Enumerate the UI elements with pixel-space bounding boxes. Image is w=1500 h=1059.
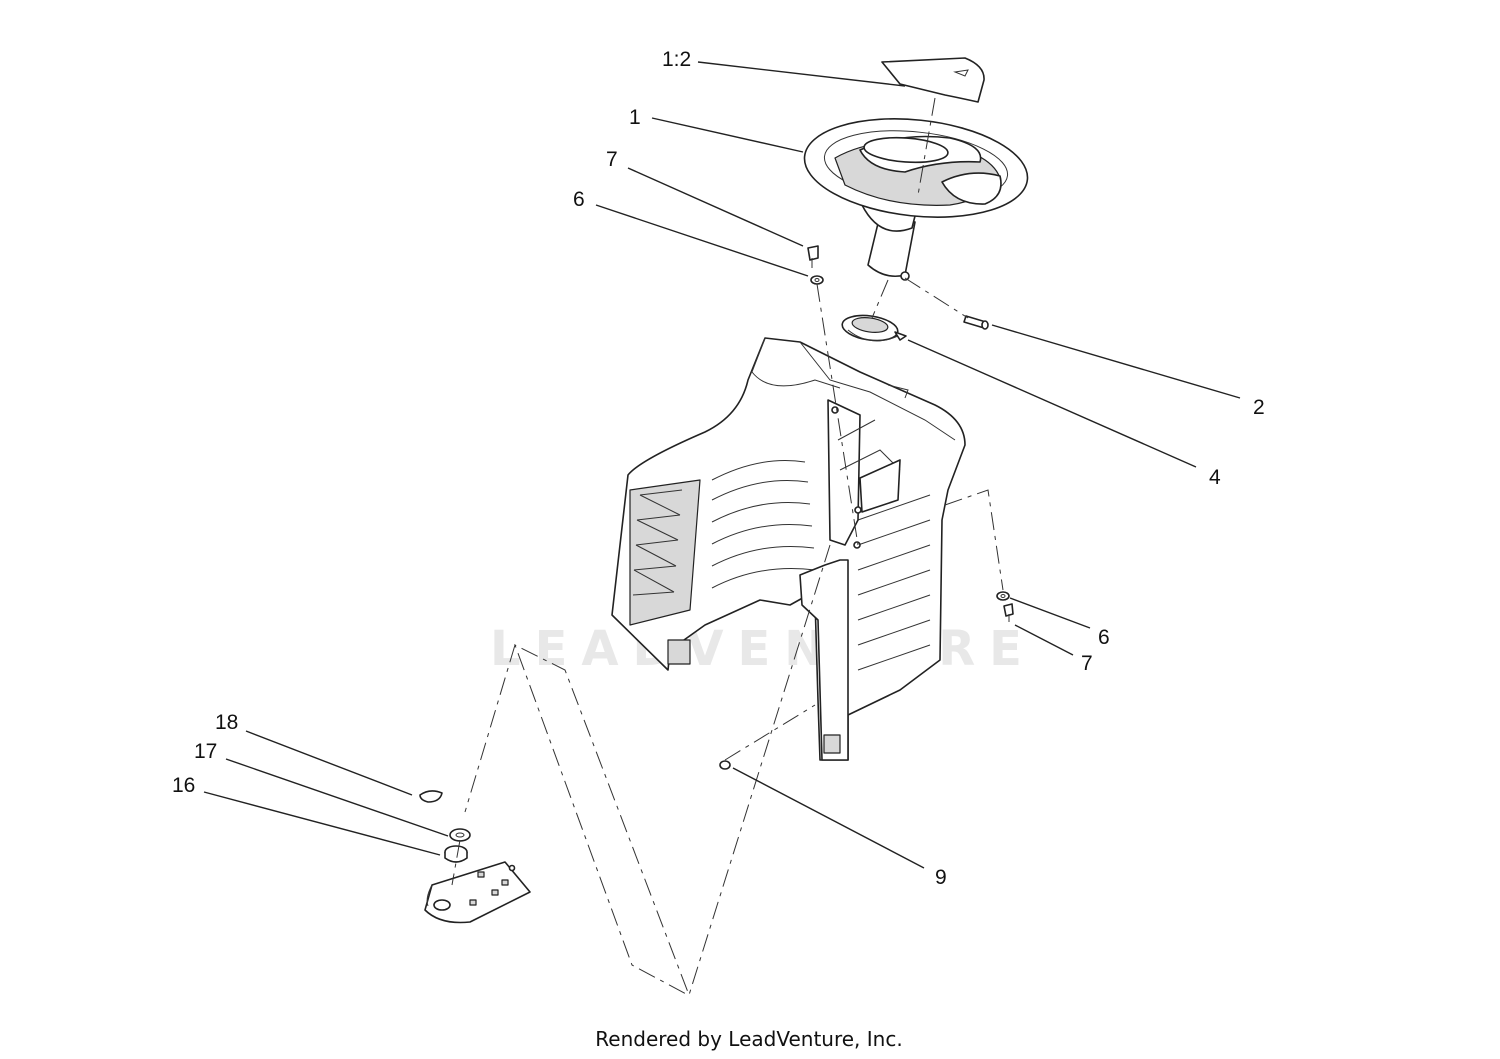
- callout-9: 9: [935, 866, 947, 889]
- bolt-upper: [807, 245, 819, 268]
- steering-cap-insert: [881, 57, 985, 103]
- callout-17: 17: [194, 740, 217, 763]
- footer-credit: Rendered by LeadVenture, Inc.: [595, 1027, 902, 1051]
- assembly-lines: [451, 97, 1004, 997]
- washer-upper: [810, 275, 824, 285]
- dash-console: [611, 337, 966, 761]
- mounting-bracket: [424, 861, 531, 924]
- callout-1: 1: [629, 106, 641, 129]
- roll-pin: [963, 315, 989, 330]
- steering-bushing: [841, 314, 907, 342]
- callout-18: 18: [215, 711, 238, 734]
- washer-17: [449, 828, 471, 842]
- leader-lines: [203, 61, 1241, 869]
- callout-4: 4: [1209, 466, 1221, 489]
- retaining-clip-18: [419, 790, 443, 803]
- callout-1-2: 1:2: [662, 48, 691, 71]
- callout-6-right: 6: [1098, 626, 1110, 649]
- callout-labels: 1:2 1 7 6 2 4 6 7 18 17 16 9: [172, 48, 1265, 889]
- callout-7-right: 7: [1081, 652, 1093, 675]
- watermark-text: LEADVENTURE: [490, 621, 1036, 677]
- callout-16: 16: [172, 774, 195, 797]
- washer-right: [996, 591, 1010, 601]
- bolt-right: [1003, 603, 1014, 622]
- callout-2: 2: [1253, 396, 1265, 419]
- grommet-16: [444, 845, 468, 863]
- callout-7-upper: 7: [606, 148, 618, 171]
- callout-6-upper: 6: [573, 188, 585, 211]
- steering-wheel: [803, 118, 1029, 281]
- nut-9: [719, 760, 731, 770]
